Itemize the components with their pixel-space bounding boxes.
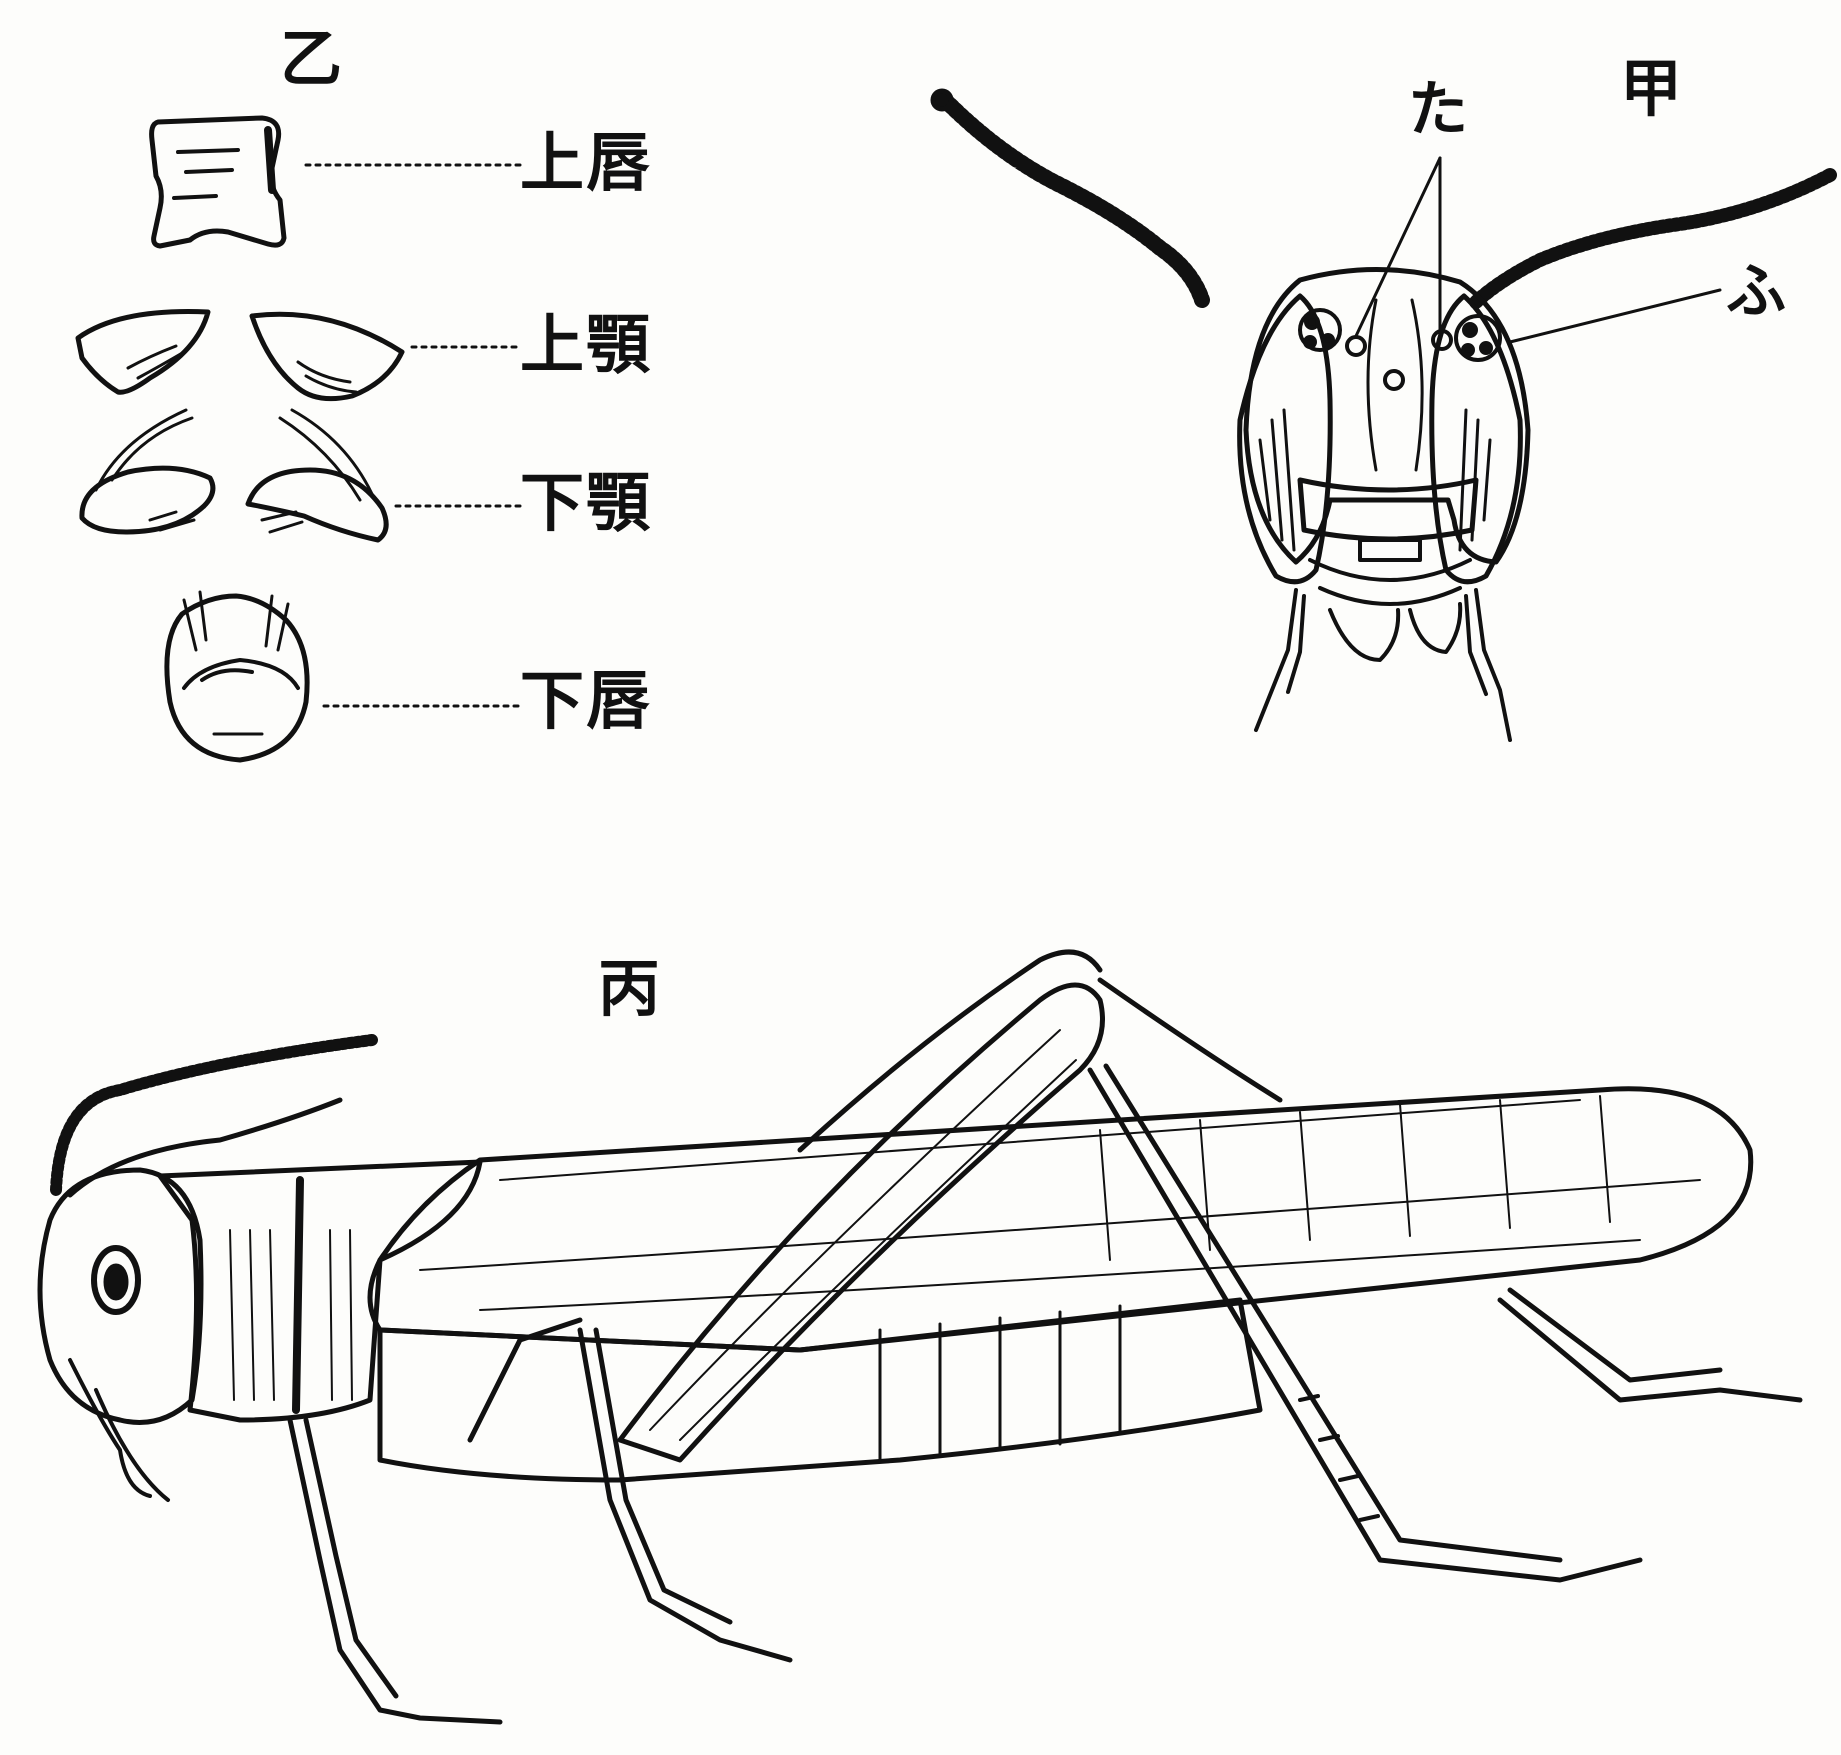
body-abdomen (380, 1300, 1260, 1480)
mandibles-drawing (78, 312, 402, 399)
left-antenna (945, 100, 1202, 300)
label-lower-jaw: 下顎 (520, 472, 652, 536)
label-ta: た (1408, 80, 1468, 140)
label-lower-lip: 下唇 (520, 670, 652, 734)
antenna-sockets (1300, 310, 1500, 360)
labrum-drawing (152, 118, 284, 246)
head-leader-lines (1356, 158, 1720, 342)
body-hind-femur-far (800, 952, 1280, 1150)
body-hind-tibia-far (1500, 1290, 1800, 1400)
maxillae-drawing (82, 410, 386, 540)
label-fu: ふ (1726, 262, 1786, 322)
labium-drawing (167, 592, 307, 760)
mouthparts-figure (78, 118, 520, 760)
panel-title-ko: 乙 (280, 28, 342, 90)
label-upper-jaw: 上顎 (520, 314, 652, 378)
label-upper-lip: 上唇 (520, 132, 652, 196)
mouthparts-leader-lines (306, 165, 520, 706)
head-front-figure (933, 91, 1830, 740)
body-middle-leg (580, 1330, 790, 1660)
head-capsule (1246, 269, 1528, 562)
panel-title-hei: 丙 (598, 958, 660, 1020)
grasshopper-side-figure (40, 952, 1800, 1722)
panel-title-ka: 甲 (1620, 58, 1682, 120)
